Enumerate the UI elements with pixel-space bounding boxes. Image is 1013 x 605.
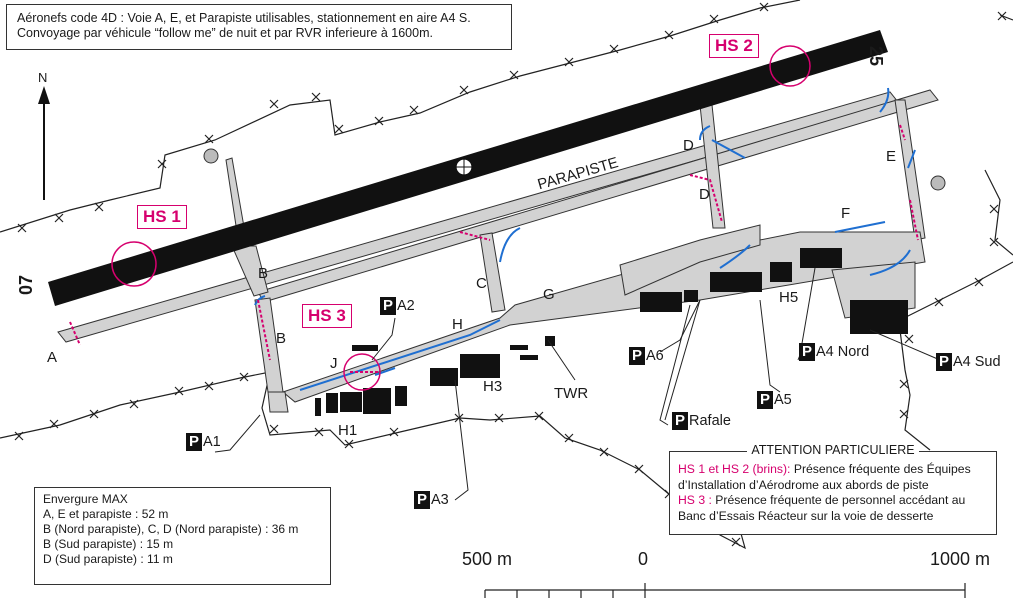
operations-note-line-1: Aéronefs code 4D : Voie A, E, et Parapis… [17,11,471,25]
wingspan-line: B (Nord parapiste), C, D (Nord parapiste… [43,522,299,536]
runway-end-07: 07 [16,274,36,295]
north-arrow-icon [38,86,50,200]
attention-hs12: HS 1 et HS 2 (brins): Présence fréquente… [678,462,971,492]
wingspan-line: A, E et parapiste : 52 m [43,507,169,521]
fence-marks [14,2,1007,547]
runway-end-25: 25 [866,46,886,67]
wingspan-title: Envergure MAX [43,492,128,506]
taxiway-label-b-south: B [276,330,287,347]
buildings [315,248,908,416]
hot-spot-hs1: HS 1 [137,205,187,229]
wingspan-line: D (Sud parapiste) : 11 m [43,552,173,566]
taxiway-label-g: G [543,286,555,303]
hangar-label-h1: H1 [338,422,358,439]
runway [48,30,888,306]
taxiway-network [57,89,939,413]
taxiway-label-j: J [330,355,338,372]
followme-routes [69,124,919,373]
tower-label: TWR [554,385,589,402]
scale-label-1000m: 1000 m [930,549,991,569]
hangar-label-h3: H3 [483,378,503,395]
taxiway-label-b-north: B [258,265,269,282]
attention-title: ATTENTION PARTICULIERE [747,443,919,457]
taxiway-label-a: A [47,349,58,366]
taxiway-label-f: F [841,205,851,222]
hotspot-circles [111,45,811,391]
hot-spot-hs2: HS 2 [709,34,759,58]
taxiway-label-c: C [476,275,487,292]
scale-label-zero: 0 [638,549,649,569]
scale-label-500m: 500 m [462,549,513,569]
attention-box: ATTENTION PARTICULIERE HS 1 et HS 2 (bri… [669,443,997,535]
taxiway-label-d-north: D [683,137,694,154]
taxiway-label-h: H [452,316,463,333]
scale-bar [484,583,966,598]
hangar-label-h5: H5 [779,289,799,306]
north-label: N [38,70,48,85]
operations-note: Aéronefs code 4D : Voie A, E, et Parapis… [6,4,512,50]
hot-spot-hs3: HS 3 [302,304,352,328]
wingspan-line: B (Sud parapiste) : 15 m [43,537,174,551]
wingspan-legend: Envergure MAX A, E et parapiste : 52 m B… [34,487,331,585]
attention-hs3: HS 3 : Présence fréquente de personnel a… [678,493,966,523]
taxiway-label-d-south: D [699,186,710,203]
taxiway-label-e: E [886,148,897,165]
operations-note-line-2: Convoyage par véhicule “follow me” de nu… [17,26,433,40]
